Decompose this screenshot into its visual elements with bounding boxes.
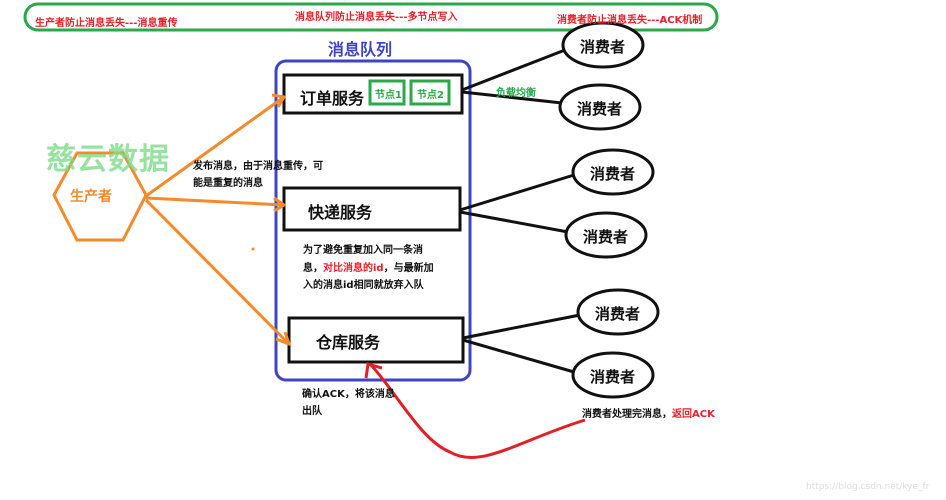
return-ack-note-b: 返回ACK: [672, 409, 715, 420]
warehouse-service-label: 仓库服务: [316, 333, 381, 352]
warehouse-service-box: [287, 316, 465, 364]
node1-box: [368, 79, 406, 106]
consumer-4: 消费者: [583, 228, 629, 246]
consumer-3: 消费者: [590, 165, 636, 183]
consumer-2: 消费者: [577, 100, 623, 118]
dot: [251, 247, 255, 251]
footer-url: https://blog.csdn.net/kye_fr: [806, 482, 930, 492]
dedupe-note-2b: 对比消息的id: [323, 263, 384, 274]
express-service-label: 快递服务: [308, 203, 373, 222]
banner-producer: 生产者防止消息丢失---消息重传: [35, 18, 178, 29]
return-ack-note: 消费者处理完消息，返回ACK: [582, 406, 715, 424]
dedupe-note-2: 息，对比消息的id，与最新加: [303, 260, 434, 278]
ack-arrow-head: [364, 362, 383, 379]
queue-container: [274, 59, 472, 382]
watermark: 慈云数据: [46, 142, 170, 177]
publish-note-1: 发布消息，由于消息重传，可: [193, 161, 323, 172]
publish-arrows: [144, 93, 292, 347]
dedupe-note-1: 为了避免重复加入同一条消: [303, 245, 423, 256]
ack-note-1: 确认ACK，将该消息: [302, 389, 395, 400]
queue-title: 消息队列: [328, 40, 393, 59]
dedupe-note-2c: ，与最新加: [383, 263, 434, 274]
ack-note-2: 出队: [302, 406, 322, 417]
node2-label: 节点2: [417, 90, 444, 101]
consumer-6: 消费者: [590, 368, 636, 386]
load-balance-label: 负载均衡: [496, 88, 536, 99]
dedupe-note-3: 入的消息id相同就放弃入队: [303, 280, 424, 291]
banner-outline: [23, 2, 719, 32]
banner-queue: 消息队列防止消息丢失---多节点写入: [295, 12, 458, 23]
producer-label: 生产者: [70, 189, 112, 205]
node1-label: 节点1: [375, 90, 402, 101]
return-ack-note-a: 消费者处理完消息，: [582, 409, 672, 420]
ack-return-arrow: [368, 362, 586, 460]
banner-consumer: 消费者防止消息丢失---ACK机制: [557, 15, 703, 26]
consumer-5: 消费者: [595, 305, 641, 323]
consumer-links: [459, 48, 581, 374]
dedupe-note-2a: 息，: [303, 263, 323, 274]
consumer-1: 消费者: [580, 38, 626, 56]
node2-box: [409, 79, 451, 106]
publish-note-2: 能是重复的消息: [193, 178, 263, 189]
order-service-label: 订单服务: [300, 89, 365, 108]
consumer-ellipses: [558, 21, 660, 399]
